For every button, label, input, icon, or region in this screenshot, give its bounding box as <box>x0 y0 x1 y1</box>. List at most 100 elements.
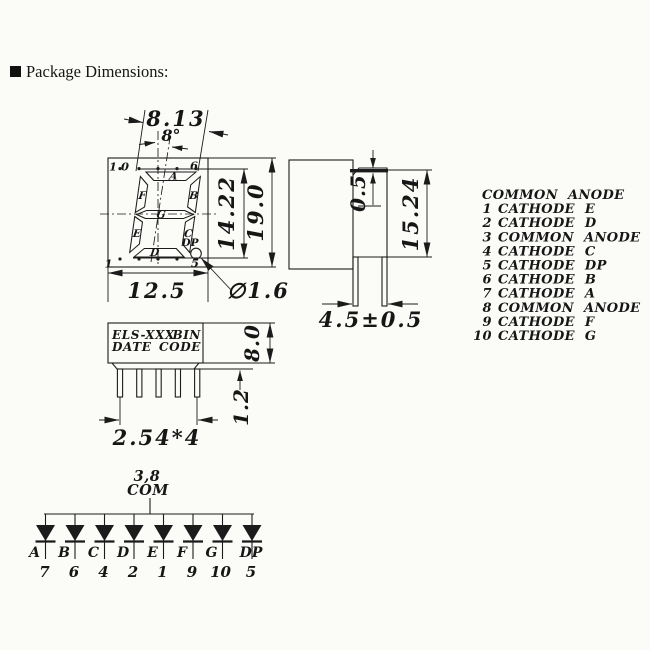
segment-g <box>135 209 195 220</box>
dim-body-height-value: 19.0 <box>243 182 268 241</box>
pin-number: 7 <box>483 287 492 302</box>
pin-function: COMMON ANODE <box>498 301 641 316</box>
diode-icon <box>65 525 85 541</box>
front-view: A F B G E C D DP 10 6 1 5 <box>100 106 288 303</box>
diode-f: F 9 <box>176 514 203 581</box>
segment-d <box>132 247 186 258</box>
dim-pcb-height: 15.24 <box>387 169 432 258</box>
diode-pin-number: 2 <box>127 563 138 581</box>
dim-bottom-body: 8.0 <box>203 322 275 364</box>
segment-f-label: F <box>137 190 149 202</box>
dim-body-height: 19.0 <box>208 157 276 268</box>
pin-list-title: COMMON ANODE <box>482 188 625 203</box>
pin-number: 1 <box>483 202 492 217</box>
side-pin-left <box>352 256 359 307</box>
pin-number-top-right: 6 <box>190 159 198 173</box>
diode-icon <box>36 525 55 541</box>
marking-bin: BIN <box>171 328 201 342</box>
pin-list-row: 6 CATHODE B <box>483 273 596 288</box>
pin-list-row: 5 CATHODE DP <box>483 259 608 274</box>
segment-d-label: D <box>148 247 161 259</box>
pin-list-row: 7 CATHODE A <box>483 287 595 302</box>
diode-pin-number: 9 <box>187 563 198 581</box>
display-body-outline <box>107 157 209 268</box>
diode-segment-label: D <box>116 545 130 561</box>
pin-list-row: 4 CATHODE C <box>483 244 596 259</box>
segment-e <box>128 215 144 254</box>
side-view: 0.5 15.24 4.5±0.5 <box>288 150 432 332</box>
pin-number: 8 <box>483 301 492 316</box>
segment-b-label: B <box>187 190 199 202</box>
diode-pin-number: 5 <box>246 563 256 581</box>
diode-icon <box>213 525 232 541</box>
marking-model: ELS-XXX <box>111 328 175 342</box>
dim-pin-length-value: 4.5±0.5 <box>319 307 424 332</box>
bottom-body-outline <box>107 322 204 364</box>
dim-pin-pitch-value: 2.54*4 <box>112 425 202 450</box>
diode-e: E 1 <box>146 514 174 581</box>
pin-number: 5 <box>483 259 492 274</box>
diode-a: A 7 <box>27 514 56 581</box>
diode-segment-label: G <box>206 545 218 561</box>
page-header: Package Dimensions: <box>10 62 169 81</box>
diode-icon <box>154 525 173 541</box>
pin-number: 3 <box>483 230 492 245</box>
common-pins-label: 3,8 <box>134 468 161 485</box>
diode-icon <box>95 525 114 541</box>
dim-digit-width: 8.13 <box>123 106 229 172</box>
pin-function-list: COMMON ANODE 1 CATHODE E 2 CATHODE D 3 C… <box>473 188 641 344</box>
pin-number: 9 <box>483 315 492 330</box>
diode-segment-label: E <box>146 545 158 561</box>
marking-text: ELS-XXX BIN DATE CODE <box>111 328 201 354</box>
pin-number: 6 <box>483 273 492 288</box>
bottom-view: ELS-XXX BIN DATE CODE 2.54*4 8.0 <box>99 322 275 450</box>
pin-list-row: 3 COMMON ANODE <box>483 230 641 245</box>
pin-function: CATHODE C <box>498 244 596 259</box>
marking-code: CODE <box>159 340 201 354</box>
segment-c <box>181 215 196 254</box>
pin-number-top-left: 10 <box>109 160 133 174</box>
diode-pin-number: 6 <box>69 563 80 581</box>
dim-slant-angle-value: 8° <box>160 126 180 145</box>
diode-pin-number: 10 <box>210 563 231 581</box>
top-lead <box>350 169 388 173</box>
segment-b <box>187 175 202 214</box>
dim-standoff: 1.2 <box>199 368 253 426</box>
segment-g-label: G <box>156 209 167 221</box>
dim-digit-height: 14.22 <box>133 168 248 259</box>
diode-pin-number: 1 <box>157 563 167 581</box>
dim-digit-width-value: 8.13 <box>145 106 205 131</box>
diode-pin-number: 7 <box>39 563 50 581</box>
marking-date: DATE <box>111 340 152 354</box>
pin-function: CATHODE D <box>498 216 597 231</box>
diode-segment-label: DP <box>239 545 263 561</box>
pin-list-row: 1 CATHODE E <box>483 202 596 217</box>
dim-dp-diameter: ∅1.6 <box>200 257 288 303</box>
dim-digit-height-value: 14.22 <box>214 175 239 251</box>
bottom-ledge <box>111 362 200 370</box>
common-label: COM <box>127 482 169 499</box>
pin-list-row: 2 CATHODE D <box>482 216 597 231</box>
diode-d: D 2 <box>116 514 144 581</box>
segment-dp-label: DP <box>180 237 199 249</box>
pin-function: CATHODE E <box>498 202 596 217</box>
segment-c-label: C <box>183 228 194 240</box>
pin-function: COMMON ANODE <box>498 230 641 245</box>
segment-e-label: E <box>131 228 143 240</box>
diode-segment-label: B <box>57 545 70 561</box>
pin-function: CATHODE DP <box>498 259 608 274</box>
diode-segment-label: A <box>27 545 40 561</box>
dim-pcb-height-value: 15.24 <box>398 176 423 252</box>
segment-f <box>134 175 149 214</box>
pin-number-bottom-left: 1 <box>104 257 112 271</box>
side-body-outline <box>288 159 354 270</box>
pin-function: CATHODE F <box>498 315 595 330</box>
dim-lead-thickness-value: 0.5 <box>346 174 370 212</box>
pin-list-row: 8 COMMON ANODE <box>483 301 641 316</box>
pin-function: CATHODE A <box>498 287 595 302</box>
diode-icon <box>242 525 262 541</box>
dim-bottom-body-value: 8.0 <box>240 324 264 363</box>
pin-list-row: 10 CATHODE G <box>473 329 596 344</box>
pin-number: 4 <box>483 244 492 259</box>
dim-pin-pitch: 2.54*4 <box>99 397 218 450</box>
